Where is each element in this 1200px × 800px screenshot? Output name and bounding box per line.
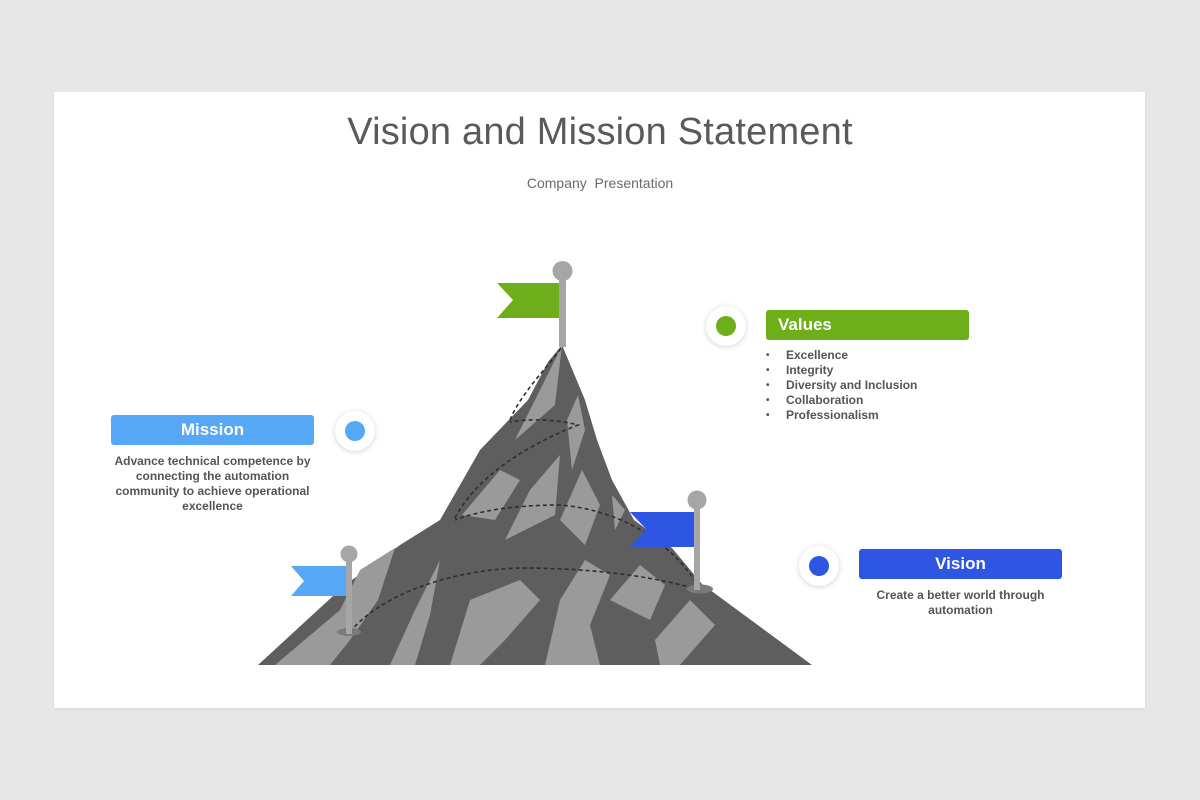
vision-marker [799, 546, 839, 586]
values-label: Values [766, 310, 969, 340]
mountain-icon [258, 345, 812, 665]
values-item: Professionalism [766, 408, 917, 423]
mission-label: Mission [111, 415, 314, 445]
values-marker [706, 306, 746, 346]
page-subtitle: Company Presentation [526, 175, 674, 191]
vision-description: Create a better world through automation [876, 588, 1045, 617]
mission-description: Advance technical competence by connecti… [114, 454, 311, 513]
vision-flag-icon [630, 490, 713, 594]
summit-flag-icon [497, 261, 573, 347]
values-item: Collaboration [766, 393, 917, 408]
values-item: Excellence [766, 348, 917, 363]
values-dot-icon [716, 316, 736, 336]
vision-dot-icon [809, 556, 829, 576]
page-title: Vision and Mission Statement [347, 111, 853, 153]
values-item: Diversity and Inclusion [766, 378, 917, 393]
mission-marker [335, 411, 375, 451]
mission-dot-icon [345, 421, 365, 441]
mission-flag-icon [291, 545, 361, 636]
values-item: Integrity [766, 363, 917, 378]
vision-label: Vision [859, 549, 1062, 579]
values-list: Excellence Integrity Diversity and Inclu… [766, 348, 917, 423]
